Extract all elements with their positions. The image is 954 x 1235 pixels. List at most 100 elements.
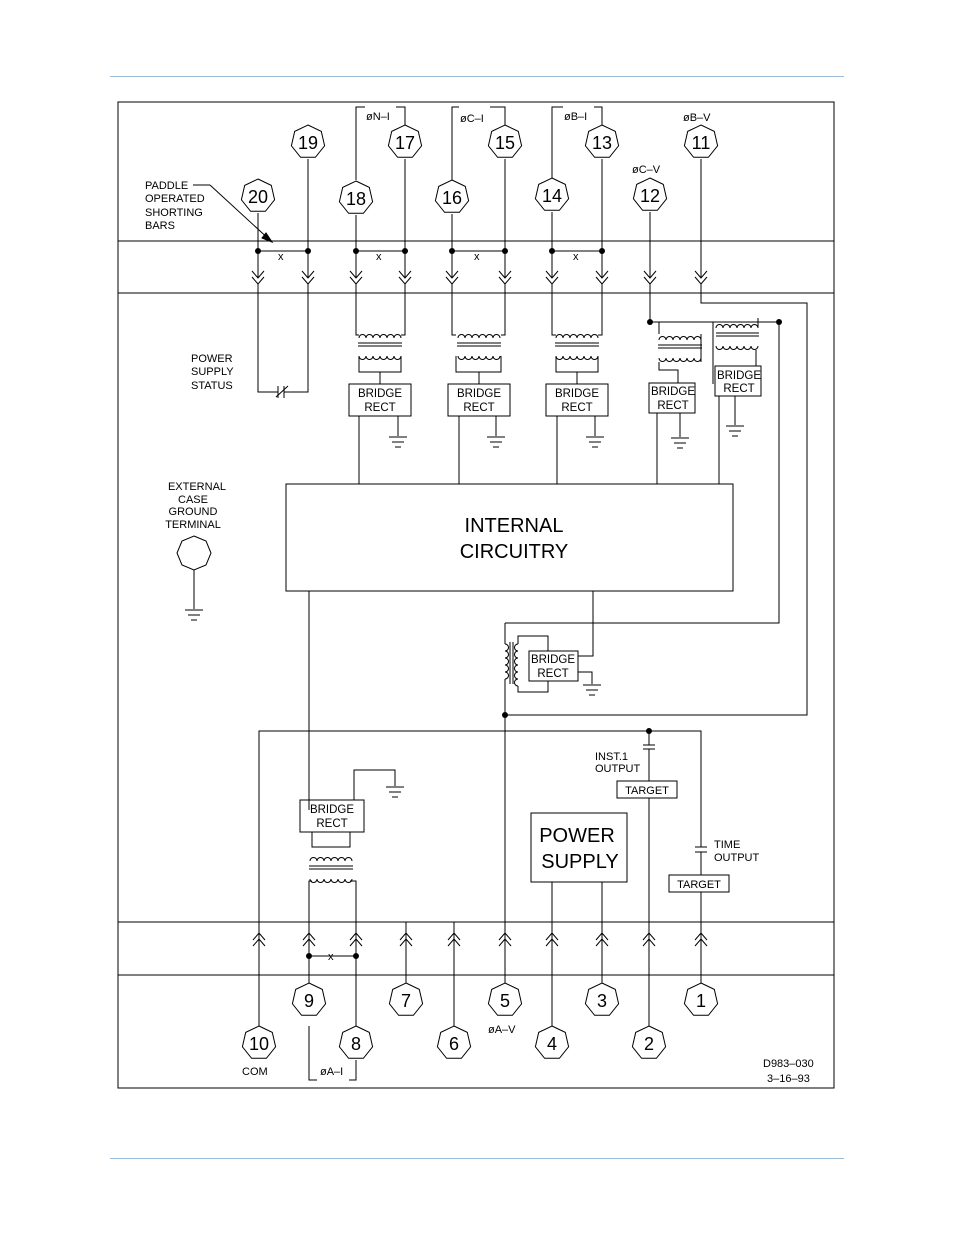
terminal-15: 15 [487,124,523,158]
svg-text:POWER: POWER [539,825,615,847]
svg-text:BRIDGE: BRIDGE [717,370,761,382]
footer-rule [110,1158,844,1159]
bottom-leads [258,922,702,1026]
svg-text:GROUND: GROUND [169,506,218,518]
top-contacts [251,270,708,285]
label-b-v: øB–V [683,112,711,124]
svg-text:1: 1 [696,991,706,1011]
terminal-10: 10 [241,1025,277,1059]
svg-text:TARGET: TARGET [625,785,669,797]
label-c-i: øC–I [460,113,484,125]
phase-labels-top: øN–I øC–I øB–I øB–V øC–V [355,106,711,180]
ct-b [551,284,603,384]
bottom-terminals: 1 3 5 7 9 10 8 6 4 2 [241,982,719,1059]
paddle-label: PADDLE OPERATED SHORTING BARS [145,180,274,244]
svg-text:x: x [278,251,284,263]
svg-text:BRIDGE: BRIDGE [457,388,501,400]
svg-text:RECT: RECT [463,402,494,414]
svg-text:10: 10 [249,1034,269,1054]
header-rule [110,76,844,77]
svg-text:BRIDGE: BRIDGE [358,388,402,400]
bridge-rect-c: BRIDGE RECT [447,383,511,484]
svg-text:RECT: RECT [537,668,568,680]
svg-text:TERMINAL: TERMINAL [165,519,221,531]
terminal-6: 6 [436,1025,472,1059]
svg-text:TIME: TIME [714,839,740,851]
terminal-14: 14 [534,177,570,211]
svg-text:EXTERNAL: EXTERNAL [168,481,226,493]
label-c-v: øC–V [632,164,661,176]
terminal-13: 13 [584,124,620,158]
svg-text:TARGET: TARGET [677,879,721,891]
terminal-20: 20 [240,178,276,212]
svg-text:RECT: RECT [561,402,592,414]
label-b-i: øB–I [564,111,587,123]
svg-text:2: 2 [644,1034,654,1054]
svg-text:SUPPLY: SUPPLY [541,851,618,873]
svg-text:SUPPLY: SUPPLY [191,366,234,378]
frame [117,101,835,1089]
svg-text:19: 19 [298,133,318,153]
svg-text:RECT: RECT [364,402,395,414]
internal-circuitry: INTERNAL CIRCUITRY [285,483,734,592]
vt-a: BRIDGE RECT [308,591,602,922]
svg-text:OUTPUT: OUTPUT [714,852,760,864]
shorting-bars: x x x x [255,248,605,263]
ct-a: BRIDGE RECT [299,769,405,922]
svg-text:CASE: CASE [178,494,208,506]
terminal-1: 1 [683,982,719,1016]
svg-text:16: 16 [442,188,462,208]
external-ground-terminal: EXTERNAL CASE GROUND TERMINAL [165,481,226,621]
top-leads [257,159,702,278]
svg-text:3: 3 [597,991,607,1011]
svg-text:x: x [328,951,334,963]
terminal-7: 7 [388,982,424,1016]
terminal-9: 9 [291,982,327,1016]
svg-text:BARS: BARS [145,220,175,232]
terminal-16: 16 [434,179,470,213]
terminal-3: 3 [584,982,620,1016]
svg-text:PADDLE: PADDLE [145,180,188,192]
svg-text:18: 18 [346,189,366,209]
bottom-contacts: x [252,932,708,963]
svg-text:17: 17 [395,133,415,153]
label-n-i: øN–I [366,111,390,123]
common-bus: INST.1 OUTPUT TARGET TIME OUTPUT TARGET [258,728,760,922]
label-a-i: øA–I [320,1066,343,1078]
svg-text:BRIDGE: BRIDGE [555,388,599,400]
bridge-rect-n: BRIDGE RECT [348,383,412,484]
terminal-2: 2 [631,1025,667,1059]
terminal-5: 5 [487,982,523,1016]
terminal-4: 4 [534,1025,570,1059]
terminal-11: 11 [683,124,719,158]
terminal-19: 19 [290,124,326,158]
ct-c [451,284,506,384]
svg-text:RECT: RECT [316,818,347,830]
svg-text:12: 12 [640,186,660,206]
vt-c-b: BRIDGE RECT BRIDGE RECT [505,284,808,716]
svg-text:BRIDGE: BRIDGE [310,804,354,816]
svg-text:OPERATED: OPERATED [145,193,205,205]
power-supply-status: POWER SUPPLY STATUS [191,284,309,398]
svg-text:POWER: POWER [191,353,233,365]
drawing-date: 3–16–93 [767,1073,810,1085]
svg-text:11: 11 [692,133,711,153]
svg-text:BRIDGE: BRIDGE [531,654,575,666]
svg-text:8: 8 [351,1034,361,1054]
svg-text:INTERNAL: INTERNAL [465,515,564,537]
svg-text:20: 20 [248,187,268,207]
terminal-18: 18 [338,180,374,214]
svg-text:5: 5 [500,991,510,1011]
label-a-v: øA–V [488,1024,516,1036]
top-terminals: 19 17 15 13 11 20 18 16 14 12 [240,124,719,214]
svg-text:6: 6 [449,1034,459,1054]
svg-text:7: 7 [401,991,411,1011]
svg-text:x: x [376,251,382,263]
label-com: COM [242,1066,268,1078]
svg-text:INST.1: INST.1 [595,751,628,763]
svg-text:RECT: RECT [657,400,688,412]
svg-text:CIRCUITRY: CIRCUITRY [460,541,569,563]
svg-text:BRIDGE: BRIDGE [651,386,695,398]
svg-text:14: 14 [542,186,562,206]
svg-text:15: 15 [495,133,515,153]
